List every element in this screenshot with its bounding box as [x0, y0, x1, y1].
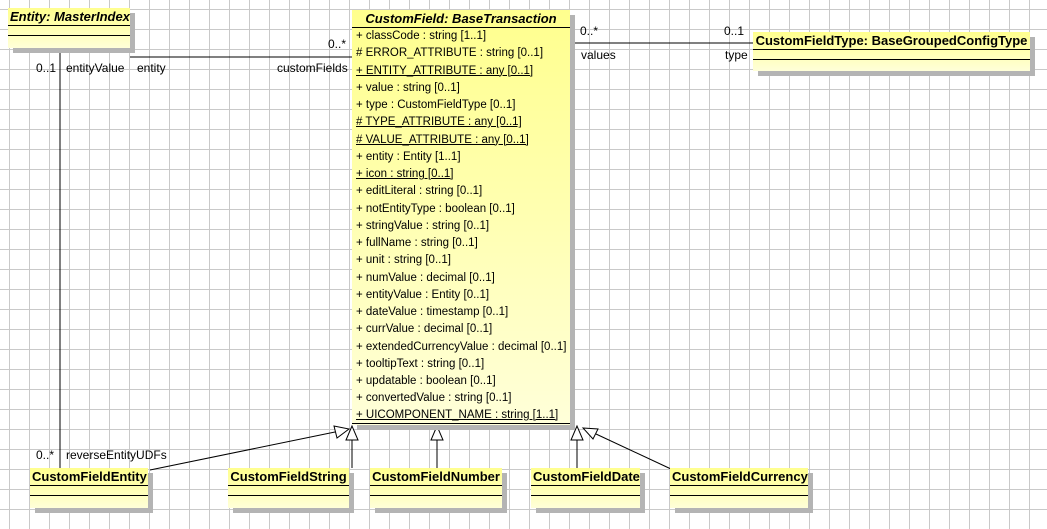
class-title: CustomFieldType: BaseGroupedConfigType	[753, 32, 1030, 50]
class-attribute: + value : string [0..1]	[356, 81, 460, 94]
compartment-divider	[753, 50, 1030, 60]
class-attribute: + dateValue : timestamp [0..1]	[356, 306, 509, 318]
multiplicity-label: 0..*	[36, 448, 55, 462]
class-title: CustomFieldCurrency	[670, 469, 808, 486]
class-attribute: + extendedCurrencyValue : decimal [0..1]	[356, 340, 567, 353]
generalization-customfieldnumber[interactable]	[430, 424, 444, 468]
role-label-type: type	[725, 48, 748, 62]
class-attribute: + entity : Entity [1..1]	[356, 150, 461, 163]
generalization-arrowhead-icon	[345, 424, 359, 441]
class-customfieldcurrency[interactable]: CustomFieldCurrency	[670, 468, 808, 508]
multiplicity-label: 0..1	[724, 24, 745, 38]
class-attribute: + tooltipText : string [0..1]	[356, 357, 485, 370]
empty-compartment	[370, 496, 502, 508]
class-attribute: # TYPE_ATTRIBUTE : any [0..1]	[356, 116, 522, 129]
class-entity-masterindex[interactable]: Entity: MasterIndex	[8, 8, 130, 48]
class-customfieldtype-basegroupedconfigtype[interactable]: CustomFieldType: BaseGroupedConfigType	[753, 32, 1030, 71]
class-attribute: + icon : string [0..1]	[356, 168, 454, 180]
class-title: Entity: MasterIndex	[8, 9, 130, 26]
class-attribute: + ENTITY_ATTRIBUTE : any [0..1]	[356, 64, 534, 77]
role-label-entityvalue: entityValue	[66, 61, 125, 75]
generalization-customfielddate[interactable]	[570, 424, 584, 468]
compartment-divider	[30, 486, 148, 496]
class-title: CustomFieldNumber	[370, 468, 502, 486]
empty-compartment	[8, 36, 130, 48]
class-customfieldstring[interactable]: CustomFieldString	[228, 468, 349, 508]
compartment-divider	[8, 26, 130, 36]
class-attribute: + numValue : decimal [0..1]	[356, 271, 495, 284]
empty-compartment	[228, 496, 349, 508]
class-attribute: + convertedValue : string [0..1]	[356, 392, 512, 405]
class-customfieldentity[interactable]: CustomFieldEntity	[30, 468, 148, 508]
generalization-customfieldcurrency[interactable]	[581, 427, 672, 470]
generalization-customfieldentity[interactable]	[149, 425, 351, 471]
class-attribute: + unit : string [0..1]	[356, 254, 451, 267]
generalization-arrowhead-icon	[430, 424, 444, 441]
generalization-arrowhead-icon	[570, 424, 584, 441]
class-attribute: # VALUE_ATTRIBUTE : any [0..1]	[356, 133, 529, 146]
generalization-arrowhead-icon	[333, 425, 351, 439]
class-attribute: + updatable : boolean [0..1]	[356, 375, 496, 387]
empty-compartment	[30, 496, 148, 508]
multiplicity-label: 0..*	[328, 37, 347, 51]
class-attribute: + notEntityType : boolean [0..1]	[356, 202, 515, 215]
class-title: CustomField: BaseTransaction	[352, 10, 570, 28]
generalization-customfieldstring[interactable]	[345, 424, 359, 468]
compartment-divider	[531, 486, 640, 496]
class-attribute: + editLiteral : string [0..1]	[356, 185, 483, 198]
multiplicity-label: 0..1	[36, 61, 57, 75]
attributes-compartment: + classCode : string [1..1] # ERROR_ATTRI…	[352, 28, 570, 425]
class-title: CustomFieldDate	[531, 469, 640, 486]
role-label-entity: entity	[137, 61, 166, 75]
class-attribute: + fullName : string [0..1]	[356, 237, 478, 249]
class-customfieldnumber[interactable]: CustomFieldNumber	[370, 468, 502, 508]
class-attribute: # ERROR_ATTRIBUTE : string [0..1]	[356, 47, 544, 60]
compartment-divider	[670, 486, 808, 496]
class-customfielddate[interactable]: CustomFieldDate	[531, 468, 640, 508]
empty-compartment	[753, 60, 1030, 71]
class-customfield-basetransaction[interactable]: CustomField: BaseTransaction + classCode…	[352, 10, 570, 425]
class-attribute: + currValue : decimal [0..1]	[356, 323, 493, 336]
compartment-divider	[370, 486, 502, 496]
role-label-values: values	[581, 48, 616, 62]
generalization-arrowhead-icon	[581, 427, 599, 440]
role-label-customfields: customFields	[277, 61, 348, 75]
multiplicity-label: 0..*	[580, 24, 599, 38]
class-attribute: + classCode : string [1..1]	[356, 30, 487, 42]
class-attribute: + type : CustomFieldType [0..1]	[356, 99, 516, 111]
class-attribute: + UICOMPONENT_NAME : string [1..1]	[352, 408, 570, 424]
empty-compartment	[670, 496, 808, 508]
class-attribute: + stringValue : string [0..1]	[356, 219, 490, 232]
class-title: CustomFieldString	[228, 468, 349, 486]
role-label-reverseentityudfs: reverseEntityUDFs	[66, 448, 167, 462]
class-attribute: + entityValue : Entity [0..1]	[356, 288, 490, 301]
compartment-divider	[228, 486, 349, 496]
class-title: CustomFieldEntity	[30, 469, 148, 486]
empty-compartment	[531, 496, 640, 508]
